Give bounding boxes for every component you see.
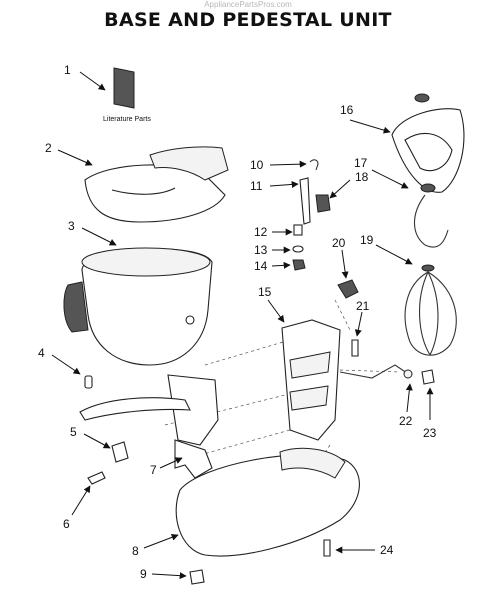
part-19-wire-whip[interactable] (404, 264, 457, 356)
part-5-clip[interactable] (111, 441, 129, 463)
callout-leaders (51, 71, 434, 580)
part-13-washer[interactable] (292, 245, 304, 253)
part-4-pin[interactable] (84, 375, 93, 389)
part-2-pouring-shield[interactable] (84, 146, 229, 223)
callout-7: 7 (150, 463, 157, 477)
part-11-rod[interactable] (299, 177, 311, 225)
part-20-speed-lever[interactable] (337, 279, 359, 299)
part-12-bushing[interactable] (293, 224, 303, 236)
part-21-screw[interactable] (351, 339, 359, 357)
part-15-pedestal[interactable] (281, 319, 341, 441)
callout-13: 13 (254, 243, 268, 257)
callout-17: 17 (354, 156, 368, 170)
callout-8: 8 (132, 544, 139, 558)
part-8-base[interactable] (175, 447, 360, 557)
part-14-nut[interactable] (292, 259, 306, 271)
callout-5: 5 (70, 425, 77, 439)
watermark: AppliancePartsPros.com (204, 0, 292, 9)
part-3-mixing-bowl[interactable] (63, 247, 213, 366)
callout-22: 22 (399, 414, 413, 428)
part-1-literature[interactable]: Literature Parts (103, 67, 151, 123)
callout-10: 10 (250, 158, 264, 172)
callout-24: 24 (380, 543, 394, 557)
literature-label: Literature Parts (103, 116, 151, 123)
callout-16: 16 (340, 103, 354, 117)
part-18-lever[interactable] (315, 194, 331, 213)
part-7-bowl-clamp-plate[interactable] (79, 374, 219, 479)
callout-12: 12 (254, 225, 268, 239)
callout-14: 14 (254, 259, 268, 273)
part-16-flat-beater[interactable] (391, 93, 465, 193)
part-6-screw[interactable] (87, 471, 106, 485)
part-10-spring[interactable] (309, 159, 319, 171)
callout-23: 23 (423, 426, 437, 440)
callout-19-20-gap: 20 (332, 236, 346, 250)
callout-9: 9 (140, 567, 147, 581)
callout-4: 4 (38, 346, 45, 360)
page-title: BASE AND PEDESTAL UNIT (104, 9, 392, 31)
callout-6: 6 (63, 517, 70, 531)
callout-3: 3 (68, 219, 75, 233)
part-24-screw[interactable] (323, 539, 331, 557)
callout-21: 21 (356, 299, 370, 313)
part-17-dough-hook[interactable] (413, 183, 449, 248)
part-22-crank[interactable] (339, 364, 413, 379)
part-9-foot[interactable] (189, 569, 205, 585)
callout-1: 1 (64, 63, 71, 77)
callout-15: 15 (258, 285, 272, 299)
callout-2: 2 (45, 141, 52, 155)
callout-numbers: 1 2 3 4 5 6 7 8 9 10 11 12 13 14 15 16 1… (38, 63, 437, 581)
callout-18: 18 (355, 170, 369, 184)
callout-19: 19 (360, 233, 374, 247)
callout-11: 11 (250, 179, 263, 193)
part-23-knob[interactable] (421, 369, 435, 385)
